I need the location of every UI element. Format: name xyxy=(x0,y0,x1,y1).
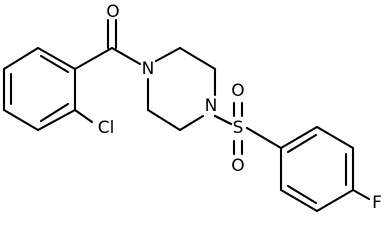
aryl-carbonyl-bond xyxy=(73,46,114,71)
chlorophenyl-ring xyxy=(2,46,77,132)
piperazine-bond-2 xyxy=(178,46,217,71)
fluorophenyl-ring xyxy=(279,125,355,213)
ring2-inner-bond-c xyxy=(286,184,318,205)
aryl-fluorine-bond xyxy=(351,188,371,201)
sulfonyl-oxygen-top-label: O xyxy=(231,81,244,101)
sulfur-label: S xyxy=(233,118,244,138)
piperazine-nitrogen-left-label: N xyxy=(142,59,155,79)
carbonyl-group: O xyxy=(73,2,142,71)
ring2-bond-5 xyxy=(279,188,319,213)
sulfonyl-oxygen-bottom-label: O xyxy=(231,156,244,176)
piperazine-bond-6 xyxy=(178,114,205,132)
chloro-substituent: Cl xyxy=(73,108,115,138)
sulfur-aryl-bond xyxy=(245,126,283,150)
chlorine-label: Cl xyxy=(98,118,115,138)
nitrogen-sulfur-bond xyxy=(213,114,233,126)
piperazine-bond-5 xyxy=(146,108,182,132)
ring1-inner-bond-b xyxy=(39,102,70,123)
ring1-bond-6 xyxy=(2,46,40,71)
molecule-diagram: O Cl N N S O O xyxy=(2,2,382,213)
fluorine-label: F xyxy=(372,193,382,213)
ring1-bond-3 xyxy=(36,108,77,132)
ring2-inner-bond-a xyxy=(286,133,318,154)
aryl-chlorine-bond xyxy=(73,108,94,124)
ring1-bond-1 xyxy=(36,46,77,71)
ring1-inner-bond-a xyxy=(39,54,70,74)
carbonyl-oxygen-label: O xyxy=(106,2,119,22)
ring2-bond-1 xyxy=(279,125,319,150)
carbonyl-nitrogen-bond xyxy=(110,46,142,66)
ring2-bond-2 xyxy=(315,125,355,150)
chemical-structure-canvas: O Cl N N S O O xyxy=(2,2,382,213)
fluoro-substituent: F xyxy=(351,188,382,213)
piperazine-nitrogen-right-label: N xyxy=(205,96,218,116)
piperazine-bond-1 xyxy=(154,46,182,63)
ring1-bond-4 xyxy=(2,108,40,132)
ring2-bond-4 xyxy=(315,188,355,213)
piperazine-ring: N N xyxy=(142,46,218,132)
sulfonyl-group: S O O xyxy=(213,81,283,176)
